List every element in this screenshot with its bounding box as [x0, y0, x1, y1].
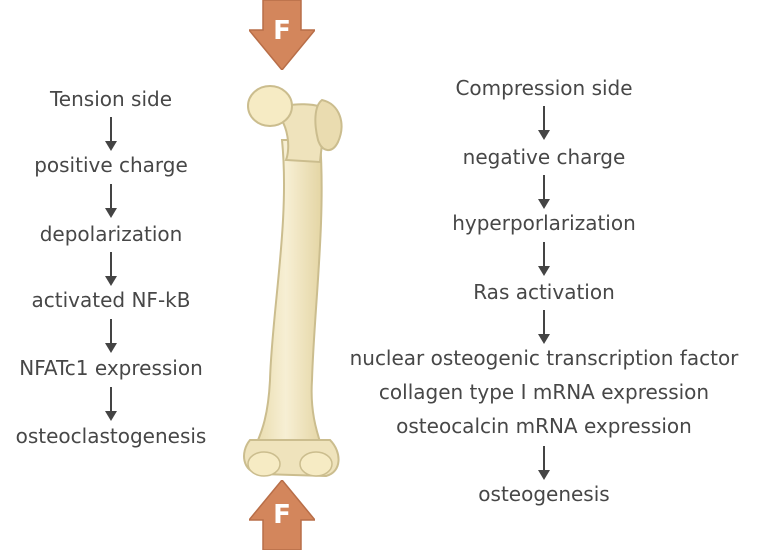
- left-step-5: NFATc1 expression: [19, 356, 203, 380]
- down-arrow-icon: [538, 242, 550, 276]
- down-arrow-icon: [538, 106, 550, 140]
- force-arrow-top-icon: [249, 0, 315, 70]
- down-arrow-icon: [105, 117, 117, 151]
- down-arrow-icon: [105, 319, 117, 353]
- down-arrow-icon: [538, 175, 550, 209]
- down-arrow-icon: [538, 310, 550, 344]
- right-step-3: hyperporlarization: [452, 211, 636, 235]
- down-arrow-icon: [105, 252, 117, 286]
- femur-bone-icon: [243, 85, 343, 478]
- down-arrow-icon: [105, 184, 117, 218]
- right-step-4: Ras activation: [473, 280, 615, 304]
- right-step-1: Compression side: [455, 76, 633, 100]
- right-result: osteogenesis: [478, 482, 610, 506]
- left-step-3: depolarization: [39, 222, 183, 246]
- down-arrow-icon: [538, 446, 550, 480]
- left-step-6: osteoclastogenesis: [15, 424, 207, 448]
- force-label-bottom: F: [273, 500, 291, 530]
- right-group-line-2: collagen type I mRNA expression: [378, 380, 710, 404]
- right-step-2: negative charge: [462, 145, 626, 169]
- force-label-top: F: [273, 16, 291, 46]
- right-group-line-1: nuclear osteogenic transcription factor: [349, 346, 739, 370]
- force-arrow-bottom-icon: [249, 480, 315, 550]
- left-step-4: activated NF-kB: [31, 288, 191, 312]
- down-arrow-icon: [105, 387, 117, 421]
- left-step-1: Tension side: [49, 87, 173, 111]
- right-group-line-3: osteocalcin mRNA expression: [396, 414, 692, 438]
- left-step-2: positive charge: [34, 153, 188, 177]
